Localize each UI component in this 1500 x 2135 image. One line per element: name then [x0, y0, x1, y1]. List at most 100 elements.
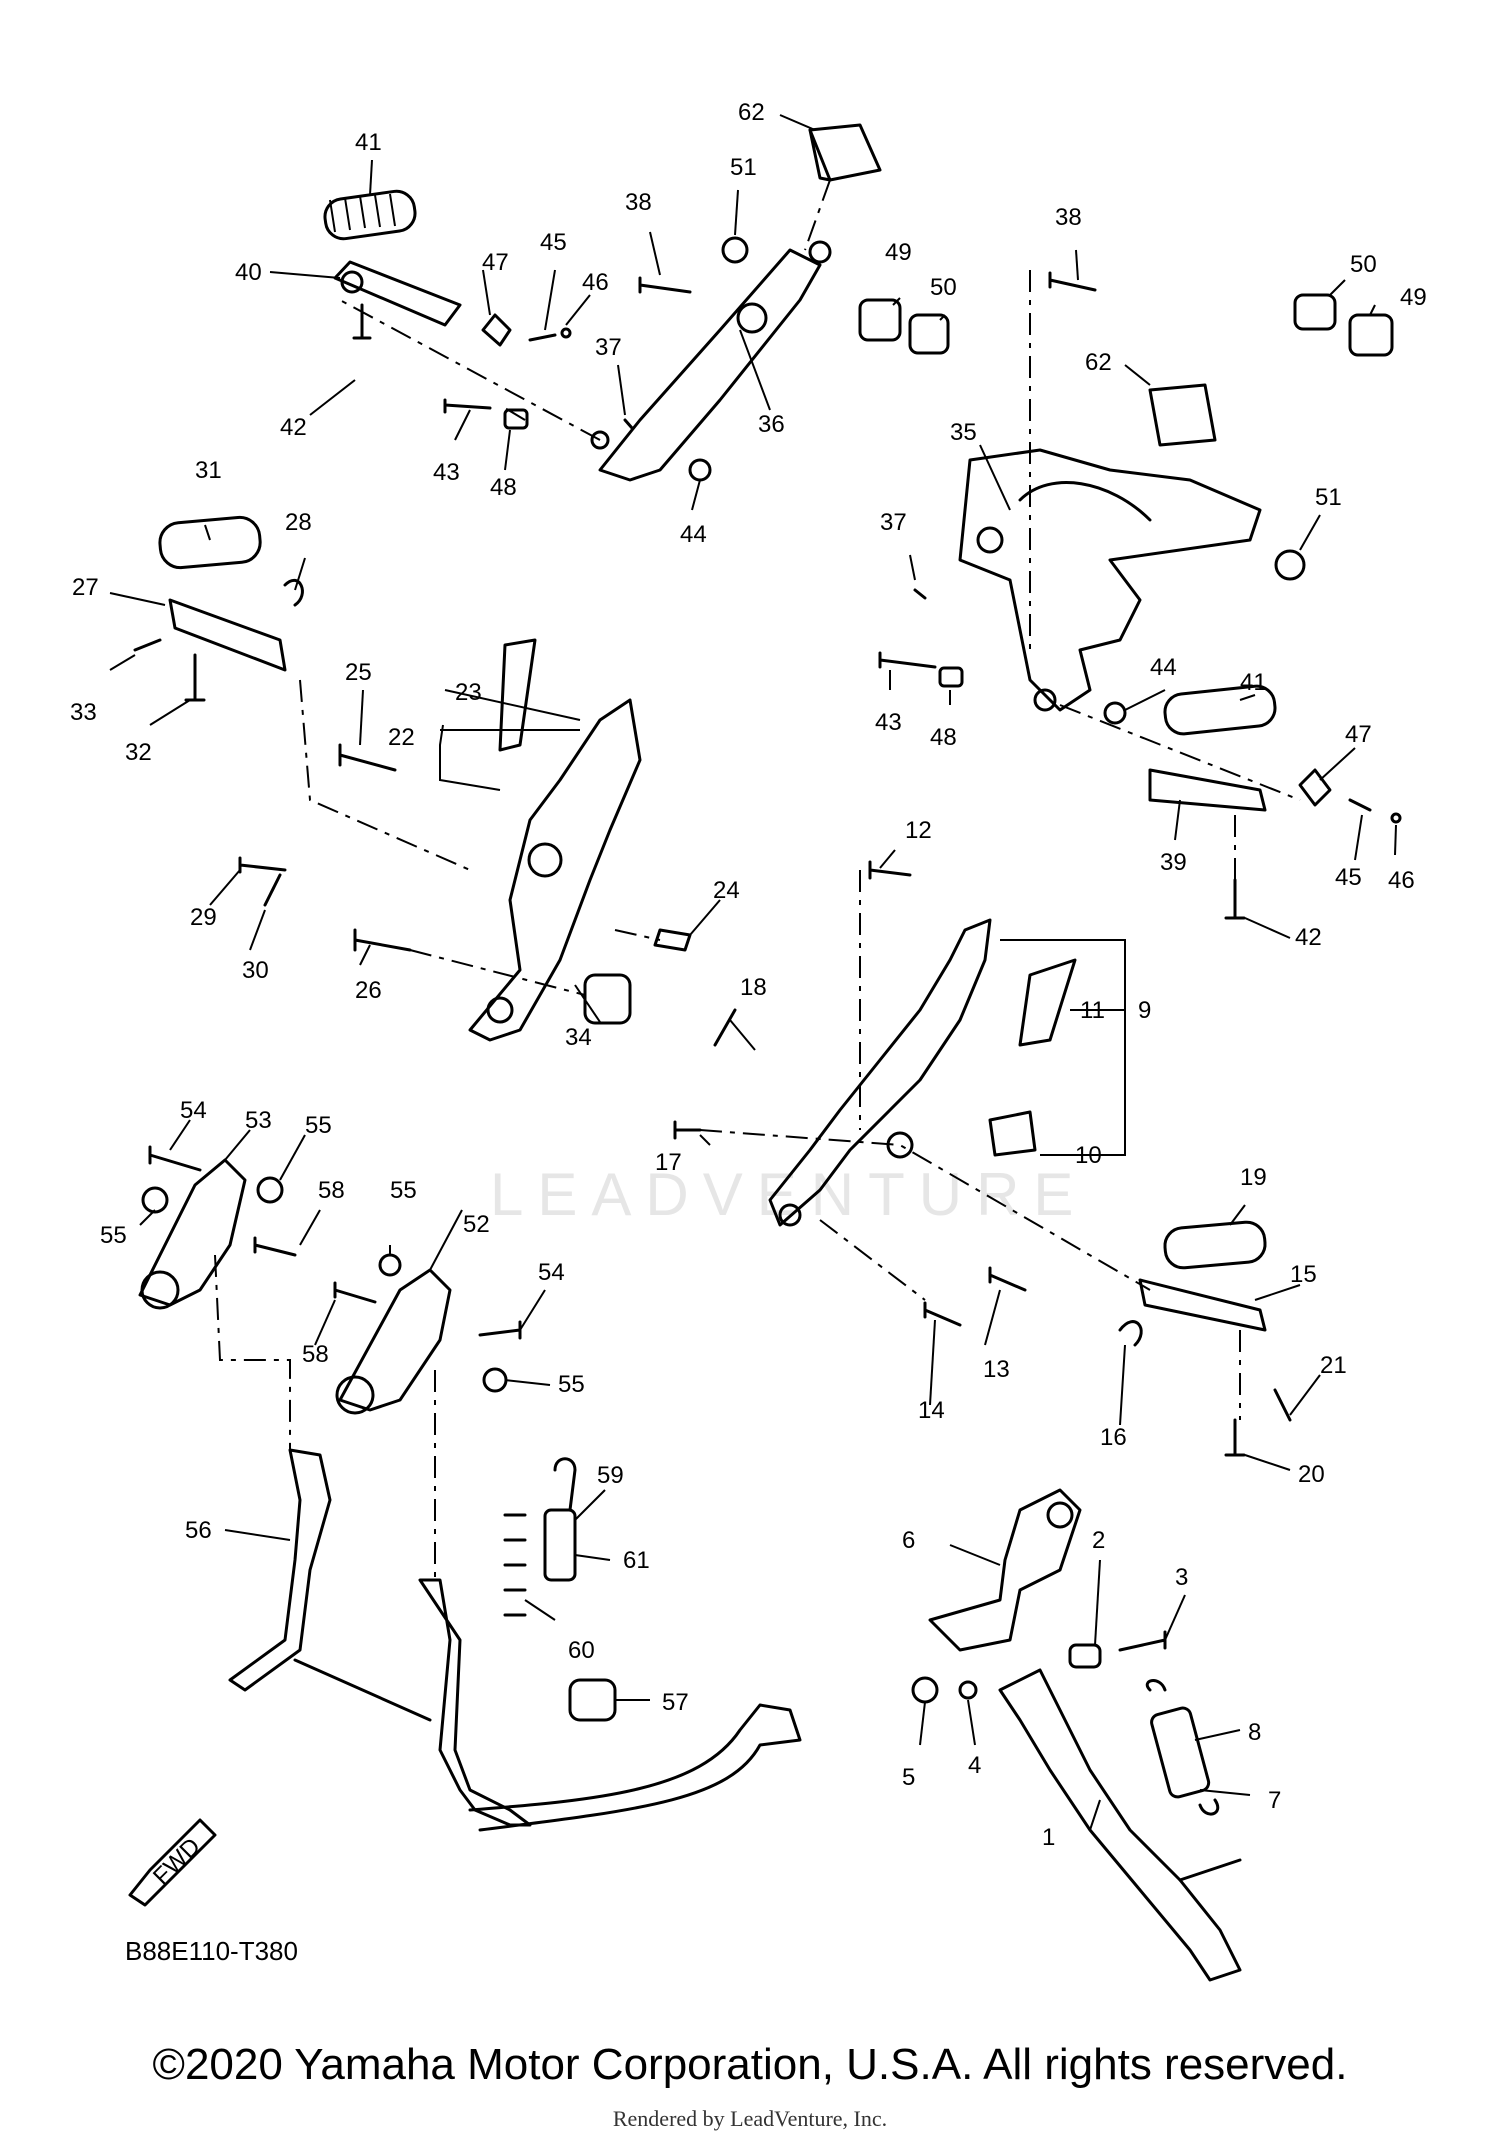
leader-lines	[109, 114, 1397, 1831]
plate-47-left	[481, 313, 512, 347]
collar-48-left	[503, 408, 529, 430]
callout-51-right: 51	[1315, 484, 1342, 511]
alignment-line	[299, 679, 471, 871]
callout-13: 13	[983, 1356, 1010, 1383]
callout-56: 56	[185, 1517, 212, 1544]
callout-16: 16	[1100, 1424, 1127, 1451]
ball-46-right	[1390, 812, 1402, 824]
washer-51-right	[1274, 549, 1306, 581]
footrest-peg-40-left	[333, 260, 462, 327]
callout-49-right: 49	[1400, 284, 1427, 311]
callout-5: 5	[902, 1764, 915, 1791]
diagram-code: B88E110-T380	[125, 1936, 298, 1966]
nut-55-c	[378, 1253, 402, 1277]
alignment-line	[1059, 704, 1301, 801]
callout-42-right: 42	[1295, 924, 1322, 951]
main-stand-56	[228, 1448, 802, 1832]
bolt-38-right	[1048, 271, 1097, 292]
alignment-line	[214, 1254, 291, 1450]
callout-9: 9	[1138, 997, 1151, 1024]
side-stand-1	[998, 1668, 1242, 1982]
footrest-rubber-62-top	[808, 123, 882, 182]
callout-3: 3	[1175, 1564, 1188, 1591]
bracket-53	[138, 1158, 247, 1310]
callout-52: 52	[463, 1211, 490, 1238]
footrest-27	[168, 598, 287, 672]
callout-17: 17	[655, 1149, 682, 1176]
plate-47-right	[1298, 768, 1332, 807]
callout-54-b: 54	[538, 1259, 565, 1286]
pin-37-right	[913, 588, 927, 600]
callout-62-right: 62	[1085, 349, 1112, 376]
callout-41: 41	[355, 129, 382, 156]
footrest-peg-rubber-41-right	[1163, 684, 1277, 736]
callout-11: 11	[1080, 997, 1105, 1024]
collar-50-left	[908, 313, 950, 355]
bolt-58-b	[333, 1281, 377, 1304]
callout-43-right: 43	[875, 709, 902, 736]
callout-62: 62	[738, 99, 765, 126]
bolt-32	[184, 653, 206, 702]
callout-24: 24	[713, 877, 740, 904]
callout-labels: 41 40 42 47 45 46 38 62 51 49 50 36 37 4…	[70, 99, 1427, 1851]
callout-36: 36	[758, 411, 785, 438]
fwd-arrow-icon: FWD	[128, 1818, 217, 1907]
collar-48-right	[938, 666, 964, 688]
callout-48: 48	[490, 474, 517, 501]
callout-38-right: 38	[1055, 204, 1082, 231]
bolt-54-lower	[478, 1320, 522, 1340]
alignment-line	[409, 949, 586, 996]
nut-55-b	[256, 1176, 284, 1204]
callout-19: 19	[1240, 1164, 1267, 1191]
bush-57	[568, 1678, 617, 1722]
bolt-43-right	[878, 651, 937, 669]
collar-2	[1068, 1643, 1102, 1669]
spring-45-right	[1348, 798, 1372, 812]
callout-44: 44	[680, 521, 707, 548]
callout-38: 38	[625, 189, 652, 216]
callout-57: 57	[662, 1689, 689, 1716]
cotter-pin-18	[713, 1008, 737, 1047]
callout-51: 51	[730, 154, 757, 181]
callout-46: 46	[582, 269, 609, 296]
bracket-6	[928, 1488, 1082, 1652]
callout-10: 10	[1075, 1142, 1102, 1169]
callout-55-b: 55	[100, 1222, 127, 1249]
callout-26: 26	[355, 977, 382, 1004]
callout-1: 1	[1042, 1824, 1055, 1851]
alignment-line	[804, 179, 831, 251]
rendered-by-text: Rendered by LeadVenture, Inc.	[612, 2106, 888, 2131]
footrest-bracket-22-front-left	[468, 698, 642, 1042]
nut-5	[911, 1676, 939, 1704]
washer-51-left	[721, 236, 749, 264]
callout-41-right: 41	[1240, 669, 1267, 696]
callout-45: 45	[540, 229, 567, 256]
callout-47: 47	[482, 249, 509, 276]
label-11	[1018, 958, 1077, 1047]
callout-50: 50	[930, 274, 957, 301]
callout-47-right: 47	[1345, 721, 1372, 748]
callout-27: 27	[72, 574, 99, 601]
callout-8: 8	[1248, 1719, 1261, 1746]
footrest-rubber-62-right	[1148, 383, 1217, 447]
callout-55-a: 55	[305, 1112, 332, 1139]
nut-44-left	[688, 458, 712, 482]
callout-30: 30	[242, 957, 269, 984]
callout-46-right: 46	[1388, 867, 1415, 894]
callout-54-top: 54	[180, 1097, 207, 1124]
footrest-peg-rubber-41-left	[323, 189, 417, 241]
pin-29	[238, 856, 287, 874]
callout-53: 53	[245, 1107, 272, 1134]
callout-43: 43	[433, 459, 460, 486]
callout-2: 2	[1092, 1527, 1105, 1554]
callout-31: 31	[195, 457, 222, 484]
callout-58-a: 58	[318, 1177, 345, 1204]
callout-60: 60	[568, 1637, 595, 1664]
callout-44-right: 44	[1150, 654, 1177, 681]
nut-55-a	[141, 1186, 169, 1214]
footrest-peg-39-right	[1148, 768, 1267, 812]
alignment-line	[699, 1129, 1151, 1291]
bolt-13	[988, 1266, 1027, 1292]
callout-14: 14	[918, 1397, 945, 1424]
callout-20: 20	[1298, 1461, 1325, 1488]
